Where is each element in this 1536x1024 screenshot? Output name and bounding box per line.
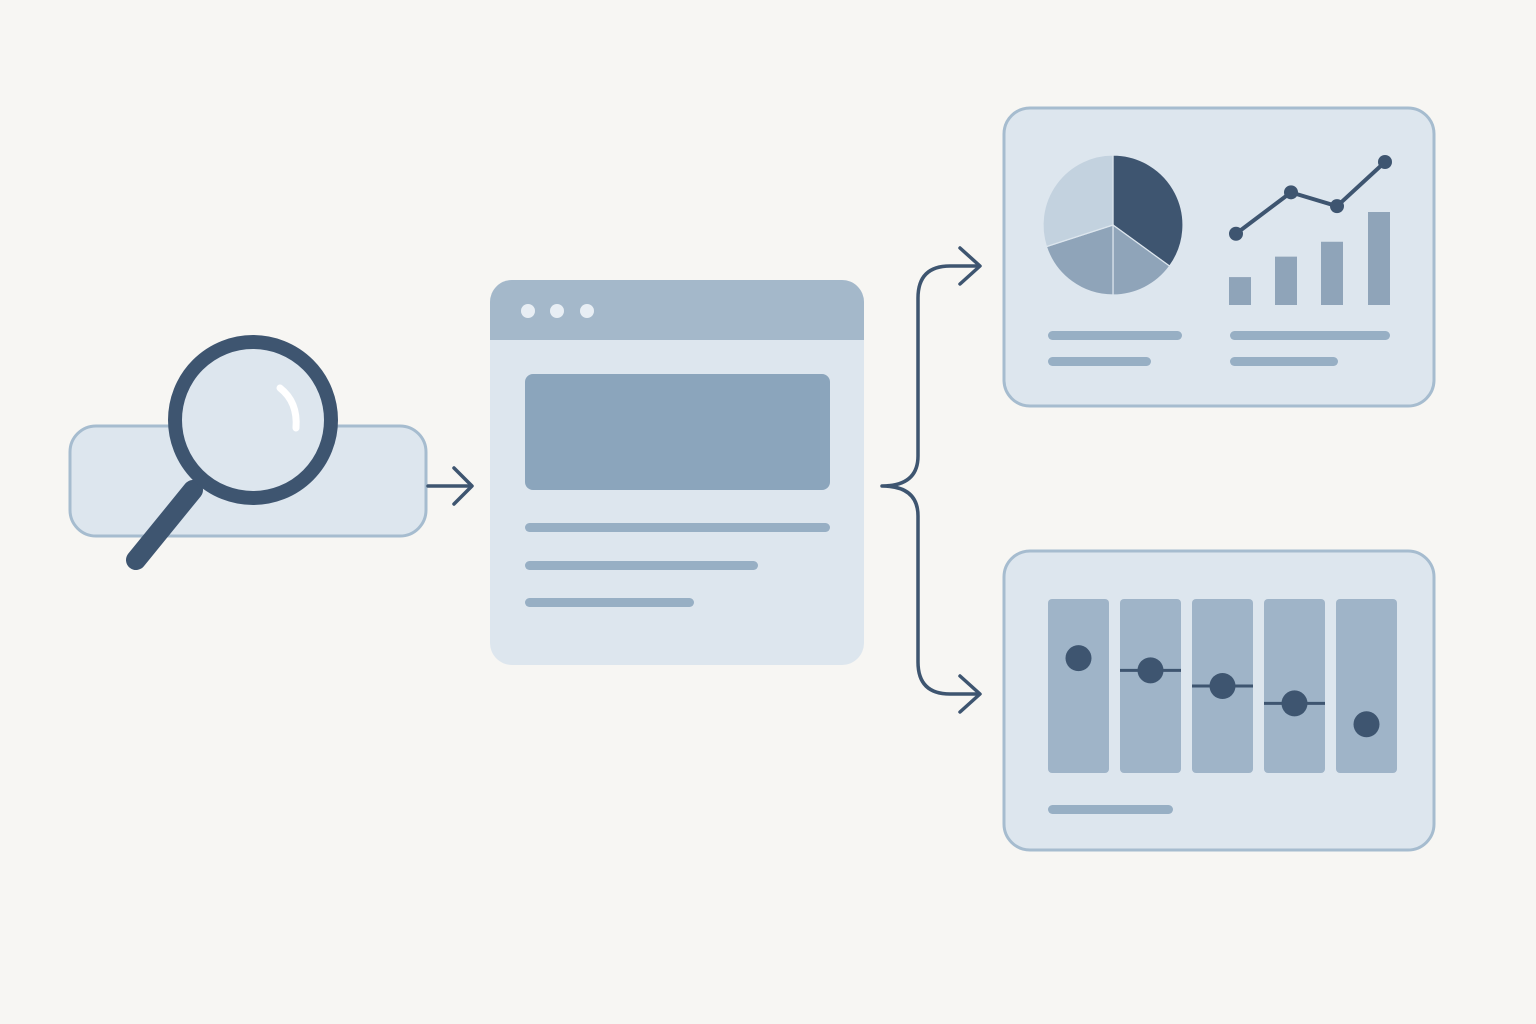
slider-handle[interactable] bbox=[1353, 711, 1380, 738]
caption-line bbox=[1048, 331, 1182, 340]
text-line bbox=[525, 598, 694, 607]
line-chart-icon bbox=[1229, 155, 1392, 241]
slider-handle[interactable] bbox=[1065, 645, 1092, 672]
data-column bbox=[1048, 599, 1109, 773]
slider-handle[interactable] bbox=[1281, 690, 1308, 717]
data-column bbox=[1336, 599, 1397, 773]
line-point bbox=[1284, 185, 1298, 200]
browser-window bbox=[490, 280, 864, 665]
caption-line bbox=[1230, 357, 1338, 366]
bar-chart-icon bbox=[1229, 212, 1390, 305]
arrow-head-down bbox=[958, 674, 982, 714]
magnifying-glass-icon bbox=[126, 335, 338, 570]
chart-bar bbox=[1229, 277, 1251, 305]
arrow-search-to-page bbox=[426, 466, 474, 506]
data-column bbox=[1264, 599, 1325, 773]
window-dot bbox=[550, 304, 564, 318]
caption-line bbox=[1048, 805, 1173, 814]
data-column bbox=[1120, 599, 1181, 773]
hero-block bbox=[525, 374, 830, 490]
arrow-head-up bbox=[958, 246, 982, 286]
line-point bbox=[1330, 199, 1344, 214]
chart-bar bbox=[1321, 241, 1343, 305]
pie-slice bbox=[1112, 223, 1171, 296]
caption-line bbox=[1230, 331, 1390, 340]
branch-arrows bbox=[880, 246, 982, 714]
slider-columns bbox=[1048, 599, 1397, 773]
browser-titlebar bbox=[490, 280, 864, 340]
window-dot bbox=[521, 304, 535, 318]
trend-line bbox=[1234, 160, 1387, 236]
window-dot bbox=[580, 304, 594, 318]
chart-bar bbox=[1275, 256, 1297, 305]
data-columns-panel bbox=[1002, 549, 1436, 852]
text-line bbox=[525, 523, 830, 532]
pie-slice bbox=[1042, 154, 1114, 248]
slider-handle[interactable] bbox=[1137, 657, 1164, 684]
caption-line bbox=[1048, 357, 1151, 366]
branch-brace bbox=[880, 264, 980, 696]
pie-chart-icon bbox=[1042, 154, 1184, 296]
search-stage bbox=[68, 335, 428, 570]
slider-handle[interactable] bbox=[1209, 673, 1236, 699]
charts-dashboard bbox=[1002, 106, 1436, 408]
line-point bbox=[1229, 226, 1243, 241]
pie-slice bbox=[1045, 224, 1114, 296]
pie-slice bbox=[1112, 154, 1184, 267]
chart-bar bbox=[1368, 212, 1390, 305]
line-point bbox=[1378, 155, 1392, 169]
text-line bbox=[525, 561, 758, 570]
